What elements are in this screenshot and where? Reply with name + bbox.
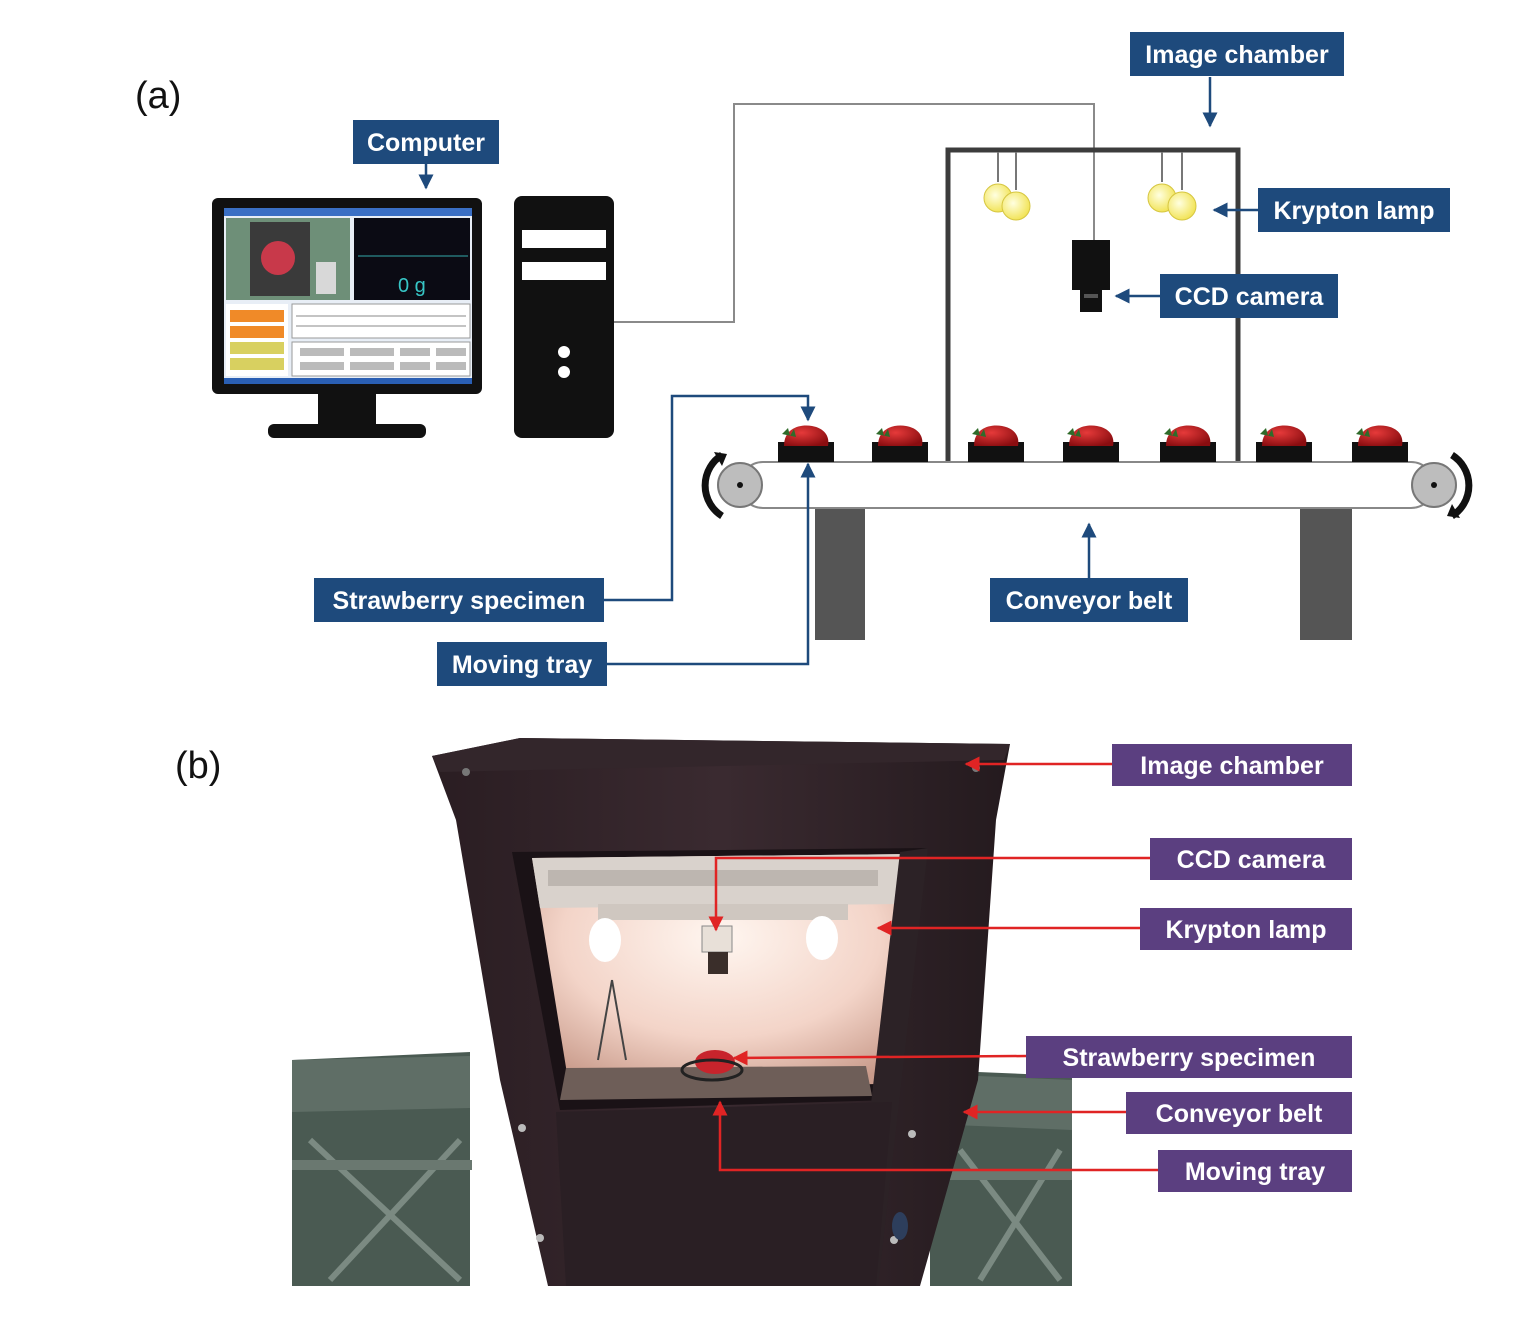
panel-b-letter: (b) xyxy=(175,745,221,787)
arrow-b-strawberry-specimen xyxy=(732,1050,1027,1066)
arrow-b-moving-tray xyxy=(712,1100,1158,1172)
panel-a-letter: (a) xyxy=(135,75,181,117)
panel-a: (a) 0 g xyxy=(135,32,1473,686)
trays-and-strawberries xyxy=(778,425,1408,462)
moving-tray xyxy=(872,442,928,462)
strawberry-leaf xyxy=(876,428,890,437)
ccd-camera xyxy=(1072,240,1110,312)
svg-text:Image chamber: Image chamber xyxy=(1140,752,1324,780)
label-computer: Computer xyxy=(353,120,499,164)
svg-text:Moving tray: Moving tray xyxy=(1185,1158,1325,1186)
label-krypton-lamp: Krypton lamp xyxy=(1258,188,1450,232)
svg-text:Conveyor belt: Conveyor belt xyxy=(1006,587,1173,615)
roller-right xyxy=(1411,452,1473,519)
strawberry-leaf xyxy=(1164,428,1178,437)
strawberry-leaf xyxy=(1067,428,1081,437)
svg-text:CCD camera: CCD camera xyxy=(1175,283,1325,311)
roller-left xyxy=(701,452,763,519)
moving-tray xyxy=(778,442,834,462)
label-conveyor-belt: Conveyor belt xyxy=(990,578,1188,622)
screen-camera-view xyxy=(226,218,350,300)
label-moving-tray: Moving tray xyxy=(437,642,607,686)
strawberry-leaf xyxy=(1356,428,1370,437)
computer-tower xyxy=(514,196,614,438)
label-ccd-camera: CCD camera xyxy=(1160,274,1338,318)
label-b-ccd-camera: CCD camera xyxy=(1150,838,1352,880)
svg-text:Strawberry specimen: Strawberry specimen xyxy=(1063,1044,1316,1072)
svg-text:Strawberry specimen: Strawberry specimen xyxy=(333,587,586,615)
strawberry xyxy=(1262,425,1307,446)
conveyor-leg xyxy=(815,508,865,640)
label-image-chamber: Image chamber xyxy=(1130,32,1344,76)
screen-readout: 0 g xyxy=(398,275,426,297)
arrow-b-ccd-camera xyxy=(708,856,1150,932)
arrow-strawberry-specimen xyxy=(604,394,816,602)
panel-a-arrows xyxy=(418,77,1258,666)
svg-text:Conveyor belt: Conveyor belt xyxy=(1156,1100,1323,1128)
conveyor-leg xyxy=(1300,508,1352,640)
strawberry xyxy=(974,425,1019,446)
moving-tray xyxy=(1063,442,1119,462)
svg-text:Krypton lamp: Krypton lamp xyxy=(1165,916,1326,944)
svg-text:Krypton lamp: Krypton lamp xyxy=(1273,197,1434,225)
conveyor-belt xyxy=(739,461,1435,509)
label-b-conveyor-belt: Conveyor belt xyxy=(1126,1092,1352,1134)
moving-tray xyxy=(1256,442,1312,462)
strawberry-leaf xyxy=(1260,428,1274,437)
strawberry-leaf xyxy=(782,428,796,437)
label-b-krypton-lamp: Krypton lamp xyxy=(1140,908,1352,950)
computer-monitor: 0 g xyxy=(212,198,482,438)
label-b-image-chamber: Image chamber xyxy=(1112,744,1352,786)
label-b-moving-tray: Moving tray xyxy=(1158,1150,1352,1192)
strawberry xyxy=(1166,425,1211,446)
panel-b-arrows xyxy=(708,756,1158,1172)
moving-tray xyxy=(1160,442,1216,462)
panel-a-labels: Computer Image chamber Krypton lamp CCD … xyxy=(314,32,1450,686)
label-strawberry-specimen: Strawberry specimen xyxy=(314,578,604,622)
moving-tray xyxy=(968,442,1024,462)
strawberry xyxy=(878,425,923,446)
strawberry-leaf xyxy=(972,428,986,437)
panel-b: (b) xyxy=(175,736,1352,1286)
svg-text:Image chamber: Image chamber xyxy=(1145,41,1329,69)
svg-text:Computer: Computer xyxy=(367,129,485,157)
strawberry xyxy=(784,425,829,446)
strawberry xyxy=(1069,425,1114,446)
panel-b-labels: Image chamber CCD camera Krypton lamp St… xyxy=(1026,744,1352,1192)
krypton-lamps xyxy=(983,152,1197,221)
screen-readout-panel xyxy=(354,218,470,300)
svg-text:Moving tray: Moving tray xyxy=(452,651,592,679)
strawberry xyxy=(1358,425,1403,446)
arrow-moving-tray xyxy=(606,462,816,666)
photo xyxy=(292,736,1072,1286)
label-b-strawberry-specimen: Strawberry specimen xyxy=(1026,1036,1352,1078)
svg-text:CCD camera: CCD camera xyxy=(1177,846,1327,874)
moving-tray xyxy=(1352,442,1408,462)
